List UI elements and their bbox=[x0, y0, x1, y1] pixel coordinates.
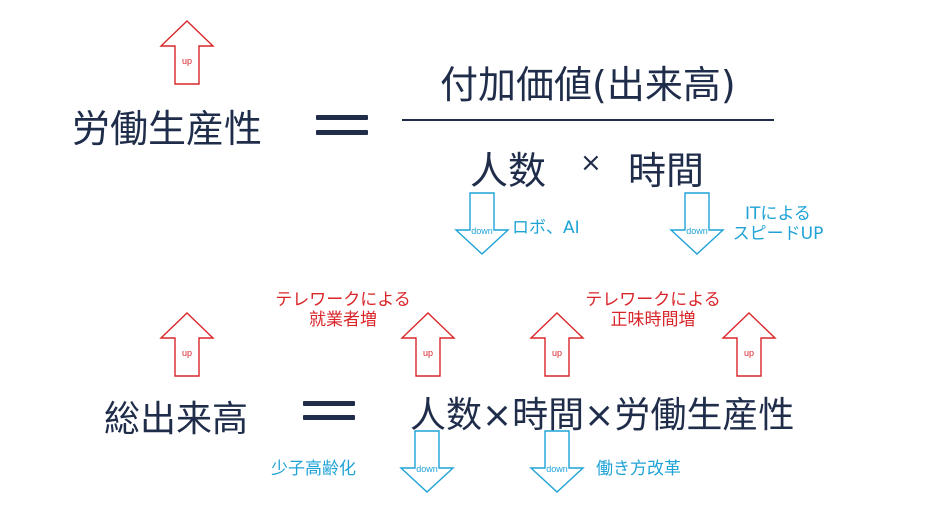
total-output-formula: 人数×時間×労働生産性 bbox=[410, 395, 795, 436]
note-telework-time-line1: テレワークによる bbox=[585, 290, 721, 310]
equals-sign-top-bar bbox=[316, 115, 368, 120]
note-telework-workers: テレワークによる 就業者増 bbox=[248, 290, 438, 331]
arrow-label: down bbox=[686, 226, 708, 236]
multiply-sign: × bbox=[580, 148, 602, 178]
labor-productivity-term: 労働生産性 bbox=[72, 107, 263, 151]
arrow-label: down bbox=[546, 464, 568, 474]
note-it-line2: スピードUP bbox=[732, 224, 824, 245]
up-arrow-icon: up bbox=[721, 312, 777, 377]
note-it-line1: ITによる bbox=[745, 204, 811, 224]
note-declining-birthrate-aging: 少子高齢化 bbox=[271, 459, 356, 479]
denominator-headcount: 人数 bbox=[470, 149, 547, 193]
down-arrow-icon: down bbox=[454, 192, 510, 255]
denominator-hours: 時間 bbox=[628, 149, 705, 193]
up-arrow-icon: up bbox=[400, 312, 456, 377]
numerator-value-added: 付加価値(出来高) bbox=[440, 63, 736, 107]
up-arrow-icon: up bbox=[159, 312, 215, 377]
arrow-label: up bbox=[182, 348, 192, 358]
down-arrow-icon: down bbox=[529, 430, 585, 493]
note-telework-workers-line2: 就業者増 bbox=[309, 310, 377, 331]
note-telework-workers-line1: テレワークによる bbox=[275, 290, 411, 310]
arrow-label: down bbox=[471, 226, 493, 236]
equals-sign-bottom-bar bbox=[303, 415, 355, 420]
note-telework-time: テレワークによる 正味時間増 bbox=[558, 290, 748, 331]
note-workstyle-reform: 働き方改革 bbox=[596, 459, 681, 479]
arrow-label: up bbox=[182, 56, 192, 66]
arrow-label: down bbox=[416, 464, 438, 474]
equals-sign-top-bar bbox=[303, 401, 355, 406]
arrow-label: up bbox=[552, 348, 562, 358]
note-robot-ai: ロボ、AI bbox=[512, 218, 580, 238]
arrow-label: up bbox=[744, 348, 754, 358]
equals-sign-bottom-bar bbox=[316, 130, 368, 135]
down-arrow-icon: down bbox=[399, 430, 455, 493]
arrow-label: up bbox=[423, 348, 433, 358]
note-telework-time-line2: 正味時間増 bbox=[610, 310, 696, 331]
up-arrow-icon: up bbox=[529, 312, 585, 377]
total-output-term: 総出来高 bbox=[104, 399, 249, 440]
up-arrow-icon: up bbox=[159, 20, 215, 85]
fraction-bar bbox=[402, 119, 774, 121]
note-it-speedup: ITによる スピードUP bbox=[728, 204, 828, 245]
down-arrow-icon: down bbox=[669, 192, 725, 255]
